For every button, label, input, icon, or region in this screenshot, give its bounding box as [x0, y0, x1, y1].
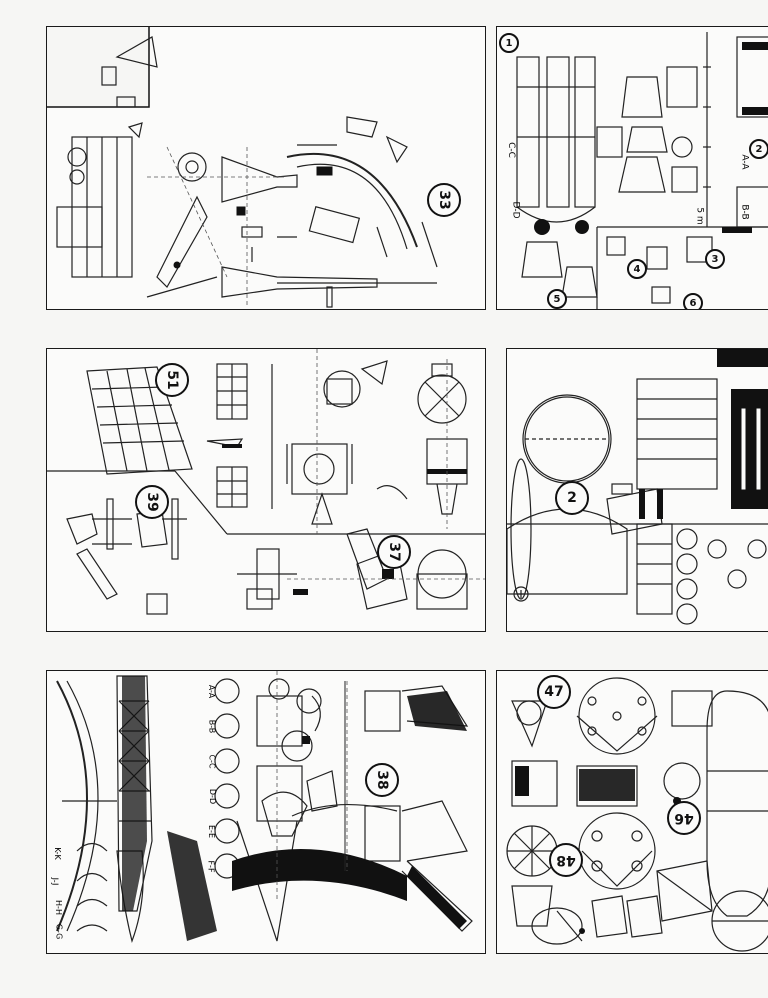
section-label-hh-bl: H-H	[53, 900, 63, 915]
callout-39: 39	[135, 485, 169, 519]
technical-drawing-2	[507, 349, 768, 625]
plan-panel-middle-right: 2	[506, 348, 768, 632]
section-label-aa-bl: A-A	[207, 684, 217, 699]
section-label-kk-bl: K-K	[52, 847, 62, 860]
callout-48: 48	[549, 843, 583, 877]
callout-33: 33	[427, 183, 461, 217]
section-label-jj-bl: J-J	[50, 877, 60, 886]
section-label-dd: D-D	[510, 201, 521, 219]
callout-tr-6: 6	[683, 293, 703, 309]
callout-2: 2	[555, 481, 589, 515]
section-label-aa: A-A	[739, 154, 750, 170]
plan-panel-middle-left: 51 39 37	[46, 348, 486, 632]
callout-47: 47	[537, 675, 571, 709]
plan-panel-bottom-left: 38 A-A B-B C-C D-D E-E F-F K-K J-J H-H G…	[46, 670, 486, 954]
plan-panel-top-left: 33	[46, 26, 486, 310]
technical-drawing-38	[56, 671, 473, 944]
technical-drawing-33	[47, 27, 438, 308]
callout-tr-5: 5	[547, 289, 567, 309]
section-label-bb-bl: B-B	[207, 719, 217, 734]
callout-37: 37	[377, 535, 411, 569]
section-label-cc-bl: C-C	[207, 754, 217, 769]
section-label-gg-bl: G-G	[54, 923, 64, 940]
technical-drawing-47-46-48	[506, 677, 768, 952]
scale-label-5m: 5 m	[694, 207, 705, 225]
callout-51: 51	[155, 363, 189, 397]
plan-panel-bottom-right: 47 46 48	[496, 670, 768, 954]
section-label-bb: B-B	[739, 204, 750, 220]
callout-tr-4: 4	[627, 259, 647, 279]
technical-drawing-51-39-37	[47, 349, 485, 615]
section-label-cc: C-C	[505, 142, 516, 158]
callout-46: 46	[667, 801, 701, 835]
callout-tr-2: 2	[749, 139, 768, 159]
plan-panel-top-right: 1 2 3 4 5 6 C-C D-D A-A B-B 5 m	[496, 26, 768, 310]
technical-drawing-tr	[516, 32, 768, 309]
callout-38: 38	[365, 763, 399, 797]
section-label-dd-bl: D-D	[208, 788, 218, 805]
callout-tr-3: 3	[705, 249, 725, 269]
section-label-ee-bl: E-E	[207, 825, 216, 838]
section-label-ff-bl: F-F	[206, 860, 216, 873]
callout-tr-1: 1	[499, 33, 519, 53]
